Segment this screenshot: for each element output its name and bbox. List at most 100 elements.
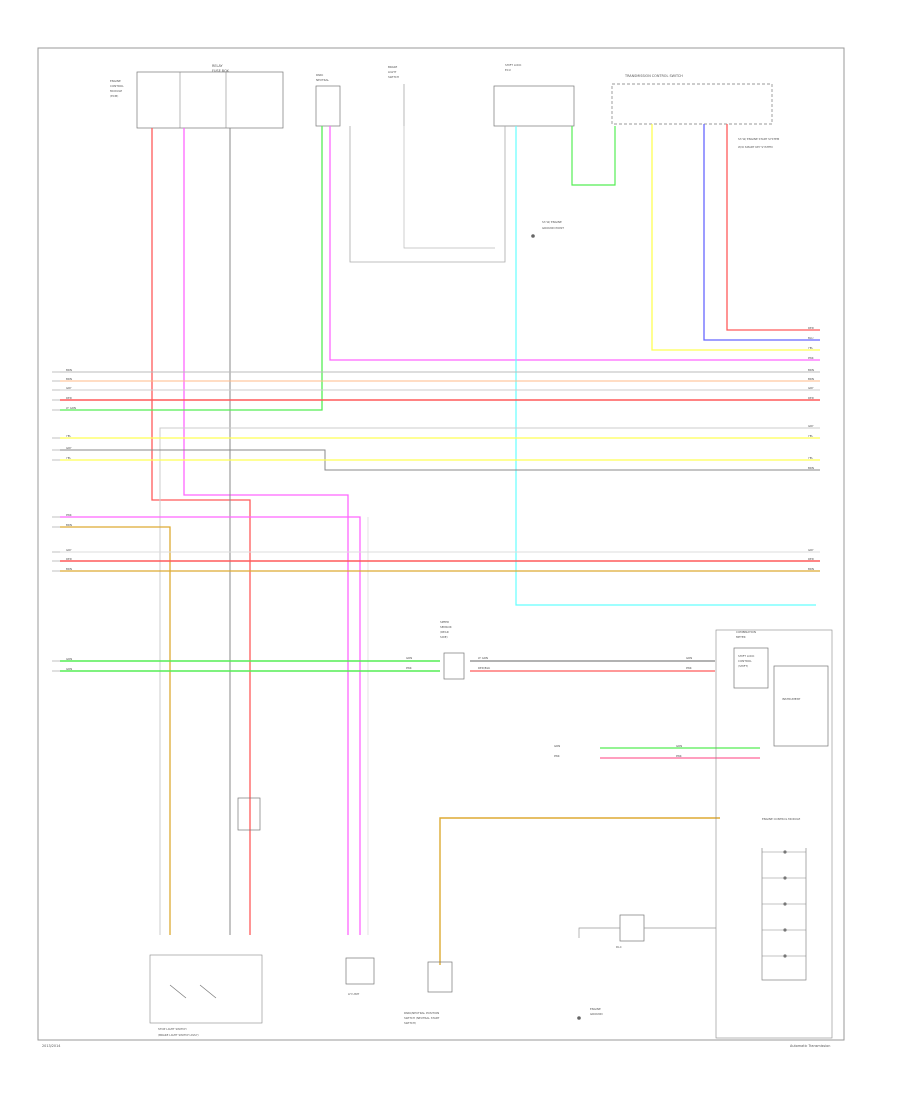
shift-position-box: [733, 647, 769, 689]
svg-text:BRN: BRN: [808, 466, 814, 470]
right-wire-labels: RED BLU YEL PNK BRN BRN GRY RED GRY YEL …: [808, 326, 814, 571]
svg-text:BRN: BRN: [808, 368, 814, 372]
svg-text:GRY: GRY: [808, 424, 814, 428]
dlc-box: [619, 914, 645, 942]
svg-text:PNK: PNK: [406, 666, 412, 670]
wire-green-loop: [571, 126, 616, 186]
connector-ticks: [52, 371, 60, 672]
fuse-box-label: RELAY: [212, 64, 224, 68]
dlc-label: DLC: [616, 945, 622, 949]
svg-text:PNK: PNK: [66, 513, 72, 517]
shift-lock-top-box: [493, 85, 575, 127]
svg-text:GRN: GRN: [66, 667, 72, 671]
wire-yellow-tcm: [651, 124, 820, 351]
speed-sensor-box: [443, 652, 465, 680]
stop-light-switch-box: [149, 954, 263, 1024]
svg-text:RED: RED: [66, 396, 72, 400]
wire-red-1: [151, 128, 251, 935]
footer-left: 2013/2014: [42, 1044, 60, 1048]
wire-cyan: [515, 126, 816, 606]
park-neutral-box: [315, 85, 341, 127]
note-smart-key-1: S3 W/ ENGINE START SYSTEM: [738, 137, 780, 141]
left-wire-labels: BRN BRN GRY RED LT GRN YEL GRY YEL PNK B…: [66, 368, 76, 671]
instrument-box: [773, 665, 829, 747]
svg-text:METER: METER: [736, 635, 746, 639]
speed-sensor-label: SPEED: [440, 620, 449, 624]
svg-text:BLU: BLU: [808, 336, 813, 340]
wire-magenta-top: [329, 126, 820, 361]
combination-meter-label: COMBINATION: [736, 630, 756, 634]
brake-switch-label: BRAKE: [388, 65, 397, 69]
instrument-label: INSTRUMENT: [782, 697, 801, 701]
ecm-right-box: [715, 629, 833, 1039]
footer-right: Automatic Transmission: [790, 1044, 830, 1048]
svg-text:RED/BLK: RED/BLK: [478, 666, 490, 670]
svg-text:MODULE: MODULE: [110, 89, 122, 93]
svg-text:RED: RED: [66, 557, 72, 561]
svg-text:GROUND: GROUND: [590, 1012, 603, 1016]
note-smart-key-2: W/O SMART KEY SYSTEM: [738, 145, 773, 149]
svg-text:GRY: GRY: [808, 386, 814, 390]
wire-group: [60, 124, 820, 965]
ground-symbol-bottom: [577, 1016, 581, 1020]
svg-text:RED: RED: [808, 557, 814, 561]
ecm-top-left-label: ENGINE: [110, 79, 121, 83]
svg-text:GRY: GRY: [66, 386, 72, 390]
wire-orange-1: [60, 526, 171, 935]
svg-text:FUSE BOX: FUSE BOX: [212, 69, 230, 73]
svg-text:BRN: BRN: [66, 377, 72, 381]
svg-text:YEL: YEL: [808, 434, 813, 438]
svg-text:PNK: PNK: [686, 666, 692, 670]
shift-position-label: SHIFT LOCK: [738, 654, 754, 658]
lh-unit-label: LH UNIT: [348, 992, 360, 996]
wire-magenta-1: [183, 128, 349, 935]
svg-text:SWITCH): SWITCH): [404, 1021, 416, 1025]
svg-text:RED: RED: [808, 326, 814, 330]
tcm-label: TRANSMISSION CONTROL SWITCH: [624, 74, 683, 78]
engine-ground-label: ENGINE: [590, 1007, 601, 1011]
svg-text:BRN: BRN: [808, 567, 814, 571]
svg-text:CONTROL: CONTROL: [738, 659, 752, 663]
svg-text:PNK: PNK: [676, 754, 682, 758]
shift-lock-top-label: SHIFT LOCK: [505, 63, 521, 67]
tcm-box: [611, 83, 773, 125]
svg-text:BRN: BRN: [66, 368, 72, 372]
svg-text:GRY: GRY: [808, 548, 814, 552]
svg-text:PNK: PNK: [808, 356, 814, 360]
svg-text:RED: RED: [808, 396, 814, 400]
wire-gray-loop: [349, 126, 506, 263]
svg-text:SIDE): SIDE): [440, 635, 448, 639]
svg-text:PNK: PNK: [554, 754, 560, 758]
park-neutral-bottom-box: [427, 961, 453, 993]
svg-text:(REAR: (REAR: [440, 630, 449, 634]
svg-text:BRN: BRN: [808, 377, 814, 381]
ground-note-top: S3 W/ ENGINE: [542, 220, 562, 224]
svg-text:LT GRN: LT GRN: [66, 406, 76, 410]
ecm-right-label: ENGINE CONTROL MODULE: [762, 817, 801, 821]
svg-text:(SHIFT): (SHIFT): [738, 664, 748, 668]
svg-text:GRY: GRY: [66, 548, 72, 552]
svg-text:YEL: YEL: [66, 456, 71, 460]
svg-text:GRN: GRN: [66, 657, 72, 661]
svg-text:BRN: BRN: [66, 567, 72, 571]
park-neutral-bottom-label: PARK/NEUTRAL POSITION: [404, 1011, 439, 1015]
svg-text:GRN: GRN: [554, 744, 560, 748]
svg-text:YEL: YEL: [808, 346, 813, 350]
svg-text:GRN: GRN: [676, 744, 682, 748]
svg-text:SENSOR: SENSOR: [440, 625, 452, 629]
ground-symbol-top: [531, 234, 535, 238]
wire-orange-2: [439, 817, 720, 965]
svg-text:GROUND POINT: GROUND POINT: [542, 226, 564, 230]
svg-text:(BRAKE LIGHT SWITCH ASSY): (BRAKE LIGHT SWITCH ASSY): [158, 1033, 199, 1037]
fuse-relay-small: [237, 797, 261, 831]
svg-text:CONTROL: CONTROL: [110, 84, 124, 88]
svg-text:LT GRN: LT GRN: [478, 656, 488, 660]
wire-green-top: [60, 126, 323, 411]
svg-text:SWITCH (NEUTRAL START: SWITCH (NEUTRAL START: [404, 1016, 440, 1020]
stop-light-switch-label: STOP LIGHT SWITCH: [158, 1027, 186, 1031]
svg-text:SWITCH: SWITCH: [388, 75, 399, 79]
svg-text:YEL: YEL: [808, 456, 813, 460]
svg-text:LIGHT: LIGHT: [388, 70, 397, 74]
